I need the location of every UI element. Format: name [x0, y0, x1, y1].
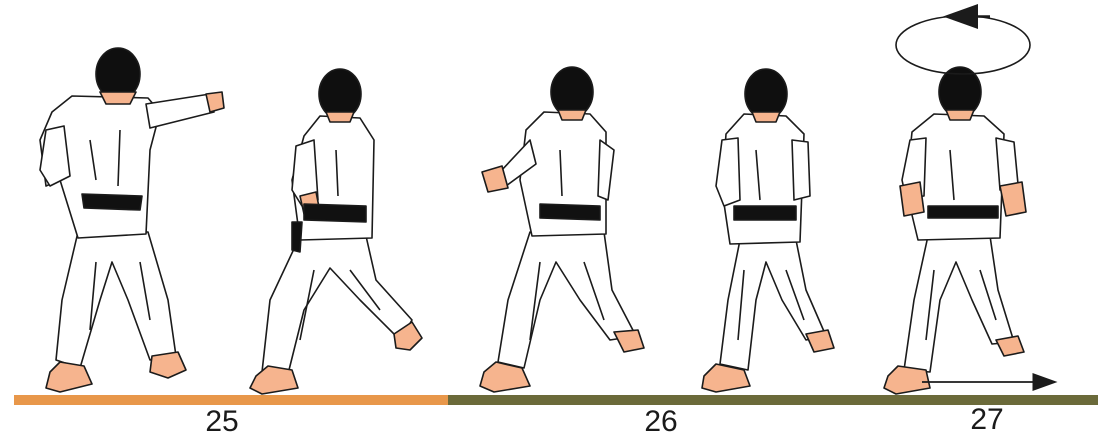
figure-2-stance [250, 69, 422, 394]
rotation-arrow-icon [896, 16, 1030, 74]
figure-4-back-view [702, 69, 834, 392]
step-label-26: 26 [621, 405, 701, 439]
figure-1-punch [40, 48, 224, 392]
figure-5-turn [884, 67, 1026, 394]
ground-segment-25 [14, 395, 448, 405]
step-label-25: 25 [182, 405, 262, 439]
step-label-27: 27 [947, 403, 1027, 437]
figure-3-reach [480, 67, 644, 392]
